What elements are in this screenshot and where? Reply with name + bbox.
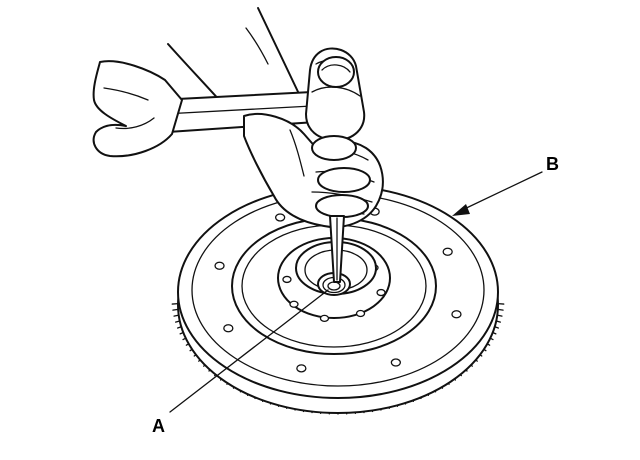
outer-bolt-hole xyxy=(214,261,225,270)
callout-a-leader xyxy=(169,289,329,413)
label-a: A xyxy=(152,416,165,436)
crank-bolt-hole xyxy=(376,288,386,297)
outer-bolt-hole xyxy=(274,213,286,222)
callout-b-leader xyxy=(457,171,543,213)
outer-bolt-hole xyxy=(390,358,402,367)
callout-b: B xyxy=(452,154,559,216)
outer-bolt-hole xyxy=(223,324,234,333)
label-b: B xyxy=(546,154,559,174)
crank-bolt-hole xyxy=(289,300,299,308)
callout-a: A xyxy=(152,289,329,436)
drift-punch xyxy=(329,215,345,283)
crank-bolt-hole xyxy=(319,314,330,322)
crank-bolt-hole xyxy=(282,275,292,284)
hand-holding-hammer xyxy=(92,60,183,158)
outer-bolt-hole xyxy=(451,310,462,319)
outer-bolt-hole xyxy=(442,247,453,256)
callout-b-arrowhead xyxy=(452,204,470,216)
crank-bolt-hole xyxy=(355,309,366,318)
flywheel xyxy=(171,185,505,415)
hand-holding-punch xyxy=(243,113,384,228)
outer-bolt-hole xyxy=(296,364,307,373)
